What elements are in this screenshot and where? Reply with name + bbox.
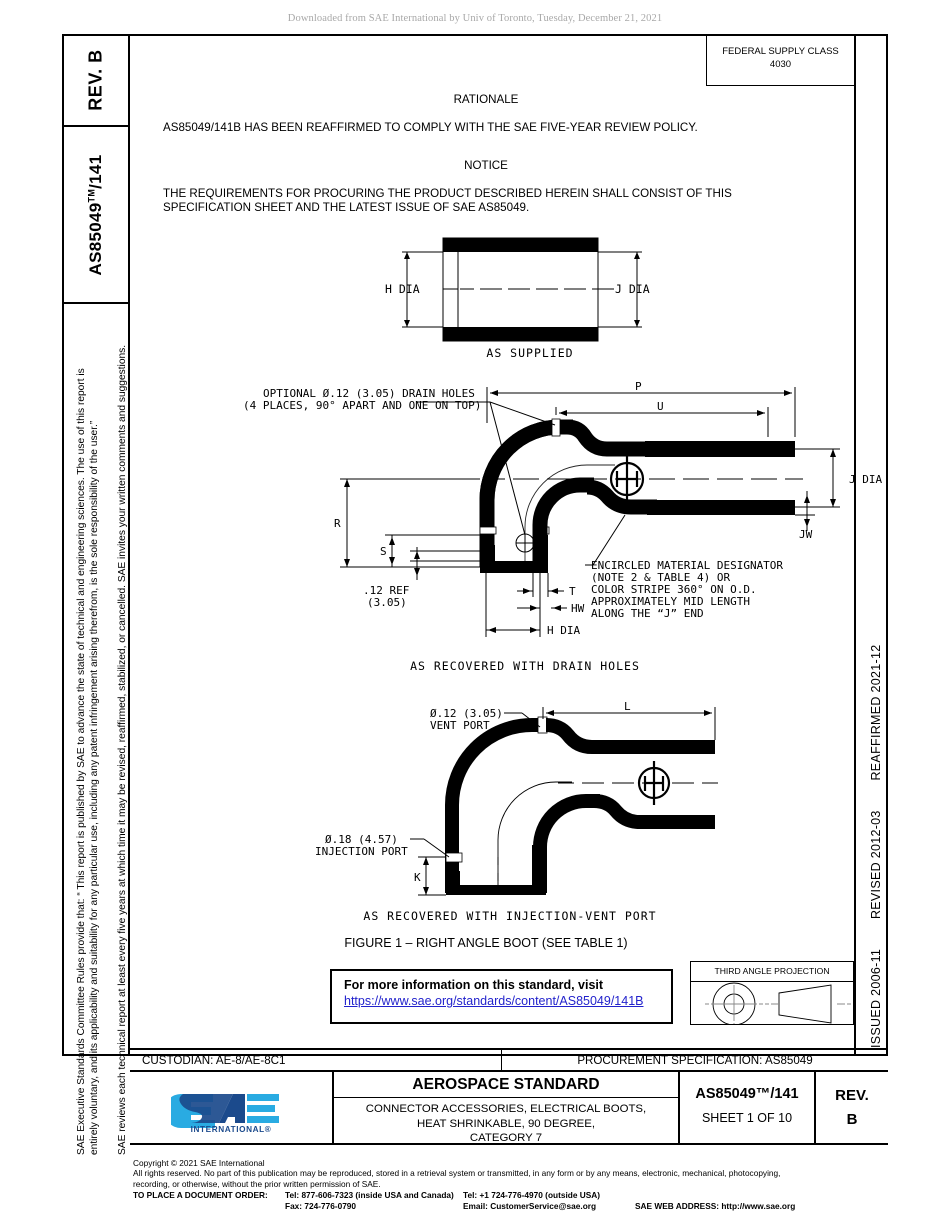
standard-description: CONNECTOR ACCESSORIES, ELECTRICAL BOOTS,… <box>334 1098 678 1146</box>
view2-dim-P: P <box>635 380 642 393</box>
document-number: AS85049™/141 <box>695 1086 799 1102</box>
standard-type: AEROSPACE STANDARD <box>334 1072 678 1098</box>
notice-line-1: THE REQUIREMENTS FOR PROCURING THE PRODU… <box>163 187 732 200</box>
view2-drain-note-line1: OPTIONAL Ø.12 (3.05) DRAIN HOLES <box>263 387 475 400</box>
view2-dim-HW: HW <box>571 602 585 615</box>
part-number-suffix: /141 <box>86 154 105 189</box>
custodian-cell: CUSTODIAN: AE-8/AE-8C1 <box>130 1050 502 1070</box>
more-information-box: For more information on this standard, v… <box>330 969 673 1024</box>
footer-rights-2: recording, or otherwise, without the pri… <box>133 1178 381 1189</box>
footer-order-label: TO PLACE A DOCUMENT ORDER: <box>133 1189 268 1200</box>
figure-caption: FIGURE 1 – RIGHT ANGLE BOOT (SEE TABLE 1… <box>344 936 628 950</box>
issued-date: ISSUED 2006-11 <box>869 948 883 1048</box>
fsc-label: FEDERAL SUPPLY CLASS <box>722 46 839 57</box>
rev-box-text: REV. B <box>86 49 107 110</box>
footer-email: Email: CustomerService@sae.org <box>463 1201 597 1212</box>
view2-dim-H: H DIA <box>547 624 580 637</box>
title-block: INTERNATIONAL® AEROSPACE STANDARD CONNEC… <box>130 1072 888 1145</box>
reaffirmed-date: REAFFIRMED 2021-12 <box>869 644 883 781</box>
footer-fax: Fax: 724-776-0790 <box>285 1201 357 1212</box>
rationale-heading: RATIONALE <box>453 93 519 106</box>
desc-line-3: CATEGORY 7 <box>469 1132 543 1144</box>
federal-supply-class-box: FEDERAL SUPPLY CLASS 4030 <box>706 36 854 86</box>
procurement-spec-cell: PROCUREMENT SPECIFICATION: AS85049 <box>577 1054 813 1067</box>
view1-dim-right: J DIA <box>615 282 650 296</box>
legal-text-line-3: SAE reviews each technical report at lea… <box>117 344 128 1155</box>
third-angle-label: THIRD ANGLE PROJECTION <box>691 962 853 982</box>
revised-date: REVISED 2012-03 <box>869 810 883 920</box>
legal-text-line-2: entirely voluntary, and its applicabilit… <box>89 420 100 1155</box>
footer-rights-1: All rights reserved. No part of this pub… <box>133 1168 781 1179</box>
sheet-number: SHEET 1 OF 10 <box>701 1111 793 1125</box>
sae-logo: INTERNATIONAL® <box>130 1072 334 1143</box>
desc-line-1: CONNECTOR ACCESSORIES, ELECTRICAL BOOTS, <box>365 1103 647 1115</box>
footer-web: SAE WEB ADDRESS: http://www.sae.org <box>635 1201 796 1212</box>
view2-dim-R: R <box>334 517 341 530</box>
rationale-text: AS85049/141B HAS BEEN REAFFIRMED TO COMP… <box>163 121 698 134</box>
view2-dim-JW: JW <box>799 528 813 541</box>
more-info-label: For more information on this standard, v… <box>344 978 604 992</box>
download-watermark: Downloaded from SAE International by Uni… <box>287 13 663 24</box>
sae-logo-svg: INTERNATIONAL® <box>171 1093 279 1134</box>
footer-copyright: Copyright © 2021 SAE International <box>133 1158 265 1168</box>
view3-vent-line1: Ø.12 (3.05) <box>430 707 503 720</box>
view2-title: AS RECOVERED WITH DRAIN HOLES <box>410 659 640 673</box>
third-angle-projection-box: THIRD ANGLE PROJECTION <box>690 961 854 1026</box>
view1-title: AS SUPPLIED <box>486 346 573 360</box>
revision-dates: ISSUED 2006-11 REVISED 2012-03 REAFFIRME… <box>869 619 883 1048</box>
view2-dim-S: S <box>380 545 387 558</box>
standard-url-link[interactable]: https://www.sae.org/standards/content/AS… <box>344 994 644 1008</box>
title-rev-value: B <box>846 1111 858 1128</box>
rev-value: B <box>85 48 106 63</box>
title-block-number: AS85049™/141 SHEET 1 OF 10 <box>680 1072 816 1143</box>
trademark-mark: TM <box>86 188 97 202</box>
part-number-main: AS85049 <box>86 201 105 275</box>
view2-drain-note-line2: (4 PLACES, 90° APART AND ONE ON TOP) <box>243 399 481 412</box>
footer-tel-us: Tel: 877-606-7323 (inside USA and Canada… <box>285 1189 454 1200</box>
part-number-box: AS85049TM/141 <box>62 127 130 304</box>
sae-logo-subtext: INTERNATIONAL® <box>191 1125 272 1134</box>
view-as-recovered-injection-vent: Ø.12 (3.05) VENT PORT Ø.18 (4.57) INJECT… <box>315 700 718 923</box>
view2-dim-J: J DIA <box>849 473 882 486</box>
view2-ref-line1: .12 REF <box>363 584 409 597</box>
drawing-frame <box>62 34 888 1056</box>
left-vertical-strip: REV. B AS85049TM/141 <box>62 34 130 1056</box>
footer-tel-intl: Tel: +1 724-776-4970 (outside USA) <box>463 1189 601 1200</box>
view2-desig-line2: (NOTE 2 & TABLE 4) OR <box>591 571 730 584</box>
view2-dim-T: T <box>569 585 576 598</box>
view1-dim-left: H DIA <box>385 282 420 296</box>
view2-desig-line5: ALONG THE “J” END <box>591 607 704 620</box>
view2-ref-line2: (3.05) <box>367 596 407 609</box>
part-number-text: AS85049TM/141 <box>86 154 106 275</box>
footer: Copyright © 2021 SAE International All r… <box>133 1158 893 1211</box>
view3-dim-K: K <box>414 871 421 884</box>
legal-text-line-1: SAE Executive Standards Committee Rules … <box>76 368 87 1155</box>
custodian-row: CUSTODIAN: AE-8/AE-8C1 PROCUREMENT SPECI… <box>130 1048 888 1072</box>
notice-heading: NOTICE <box>464 159 508 172</box>
rev-label: REV. <box>85 67 106 111</box>
view2-desig-line3: COLOR STRIPE 360° ON O.D. <box>591 583 757 596</box>
rev-box: REV. B <box>62 34 130 127</box>
view2-desig-line4: APPROXIMATELY MID LENGTH <box>591 595 750 608</box>
desc-line-2: HEAT SHRINKABLE, 90 DEGREE, <box>416 1117 596 1130</box>
fsc-value: 4030 <box>769 58 792 70</box>
title-block-revision: REV. B <box>816 1072 888 1143</box>
view2-dim-U: U <box>657 400 664 413</box>
notice-line-2: SPECIFICATION SHEET AND THE LATEST ISSUE… <box>163 201 530 214</box>
third-angle-symbol <box>705 982 851 1026</box>
view3-dim-L: L <box>624 700 631 713</box>
view3-inj-line1: Ø.18 (4.57) <box>325 833 398 846</box>
view2-desig-line1: ENCIRCLED MATERIAL DESIGNATOR <box>591 559 783 572</box>
right-vertical-strip: ISSUED 2006-11 REVISED 2012-03 REAFFIRME… <box>854 34 888 1056</box>
view3-title: AS RECOVERED WITH INJECTION-VENT PORT <box>363 909 656 923</box>
view3-vent-line2: VENT PORT <box>430 719 490 732</box>
title-rev-label: REV. <box>835 1087 869 1104</box>
title-block-description: AEROSPACE STANDARD CONNECTOR ACCESSORIES… <box>334 1072 680 1146</box>
view-as-recovered-drain-holes: OPTIONAL Ø.12 (3.05) DRAIN HOLES (4 PLAC… <box>243 380 882 673</box>
view3-inj-line2: INJECTION PORT <box>315 845 408 858</box>
view-as-supplied: H DIA J DIA AS SUPPLIED <box>385 237 650 360</box>
